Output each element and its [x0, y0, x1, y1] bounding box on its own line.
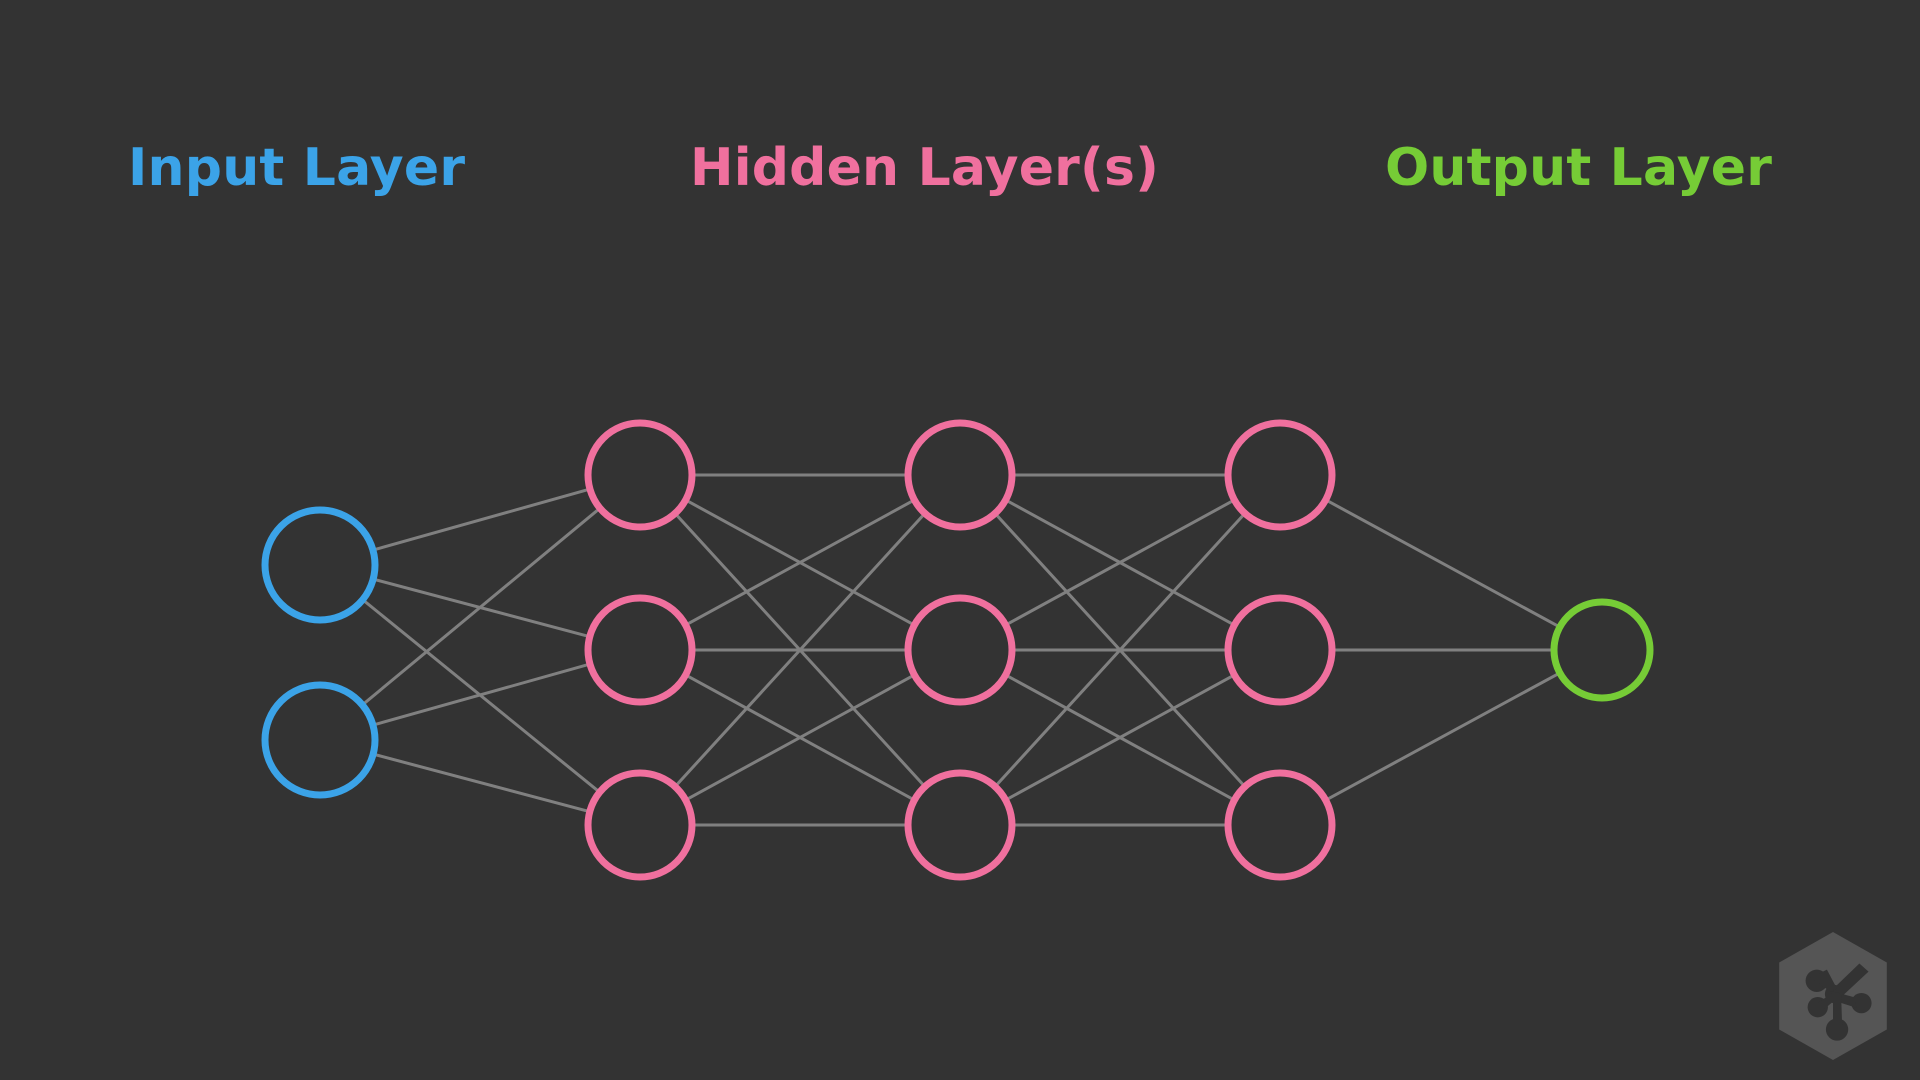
node-hidden-2-2[interactable] — [904, 594, 1016, 706]
nodes-group — [261, 419, 1654, 881]
node-hidden-1-1[interactable] — [584, 419, 696, 531]
hexagon-neuron-logo-icon — [1779, 932, 1887, 1060]
connections-group — [360, 473, 1562, 827]
connection-edge — [993, 511, 1247, 789]
watermark-neuron-shape — [1805, 963, 1872, 1041]
output-layer-label: Output Layer — [1385, 138, 1773, 198]
input-layer-label: Input Layer — [128, 138, 466, 198]
connection-edge — [684, 498, 916, 627]
hidden-layer-label: Hidden Layer(s) — [690, 138, 1160, 198]
node-hidden-2-3[interactable] — [904, 769, 1016, 881]
connection-edge — [1004, 498, 1236, 627]
connection-edge — [371, 487, 592, 552]
connection-edge — [371, 662, 592, 727]
node-output-1[interactable] — [1550, 598, 1654, 702]
node-hidden-1-3[interactable] — [584, 769, 696, 881]
connection-edge — [1004, 673, 1236, 802]
connection-edge — [1324, 671, 1562, 802]
node-hidden-1-2[interactable] — [584, 594, 696, 706]
connection-edge — [360, 506, 602, 707]
node-input-1[interactable] — [261, 506, 379, 624]
connection-edge — [1324, 498, 1562, 629]
node-hidden-3-2[interactable] — [1224, 594, 1336, 706]
node-hidden-3-1[interactable] — [1224, 419, 1336, 531]
node-hidden-2-1[interactable] — [904, 419, 1016, 531]
connection-edge — [371, 752, 592, 814]
node-hidden-3-3[interactable] — [1224, 769, 1336, 881]
connection-edge — [684, 673, 916, 802]
node-input-2[interactable] — [261, 681, 379, 799]
connection-edge — [673, 511, 927, 789]
